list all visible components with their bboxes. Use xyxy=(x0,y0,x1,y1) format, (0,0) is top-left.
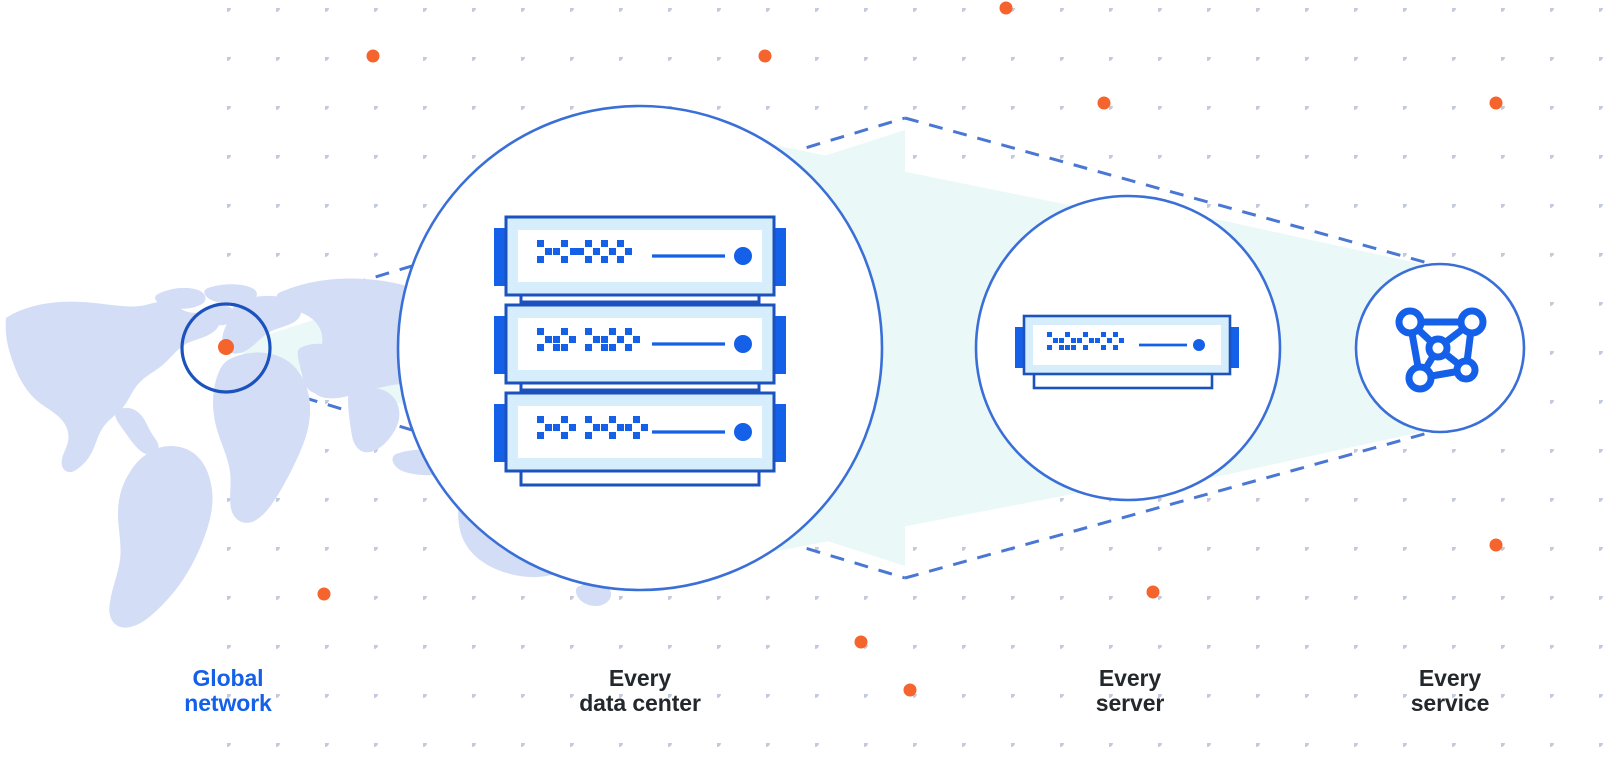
node-center xyxy=(1425,335,1451,361)
rack-unit-2 xyxy=(494,303,786,385)
accent-dot xyxy=(1489,538,1503,552)
node-top-left xyxy=(1395,307,1425,337)
node-bottom-right xyxy=(1453,357,1479,383)
accent-dot xyxy=(999,1,1013,15)
rack-unit-1 xyxy=(494,215,786,297)
single-server-icon xyxy=(1015,314,1239,390)
accent-dot xyxy=(366,49,380,63)
accent-dot xyxy=(903,683,917,697)
world-zoom-circle xyxy=(180,302,272,394)
accent-dot xyxy=(1489,96,1503,110)
map-location-marker xyxy=(218,339,234,355)
node-top-right xyxy=(1457,307,1487,337)
node-bottom-left xyxy=(1405,363,1435,393)
accent-dots xyxy=(317,1,1503,697)
stage-label-service: Every service xyxy=(1410,665,1490,716)
rack-unit-3 xyxy=(494,391,786,473)
accent-dot xyxy=(854,635,868,649)
stage-label-server: Every server xyxy=(1095,665,1165,716)
accent-dot xyxy=(317,587,331,601)
network-nodes-icon xyxy=(1395,307,1487,393)
stage-label-data-center: Every data center xyxy=(579,665,701,716)
accent-dot xyxy=(1146,585,1160,599)
accent-dot xyxy=(758,49,772,63)
accent-dot xyxy=(1097,96,1111,110)
stage-label-global-network: Global network xyxy=(184,665,272,716)
server-rack-icon xyxy=(494,215,786,487)
